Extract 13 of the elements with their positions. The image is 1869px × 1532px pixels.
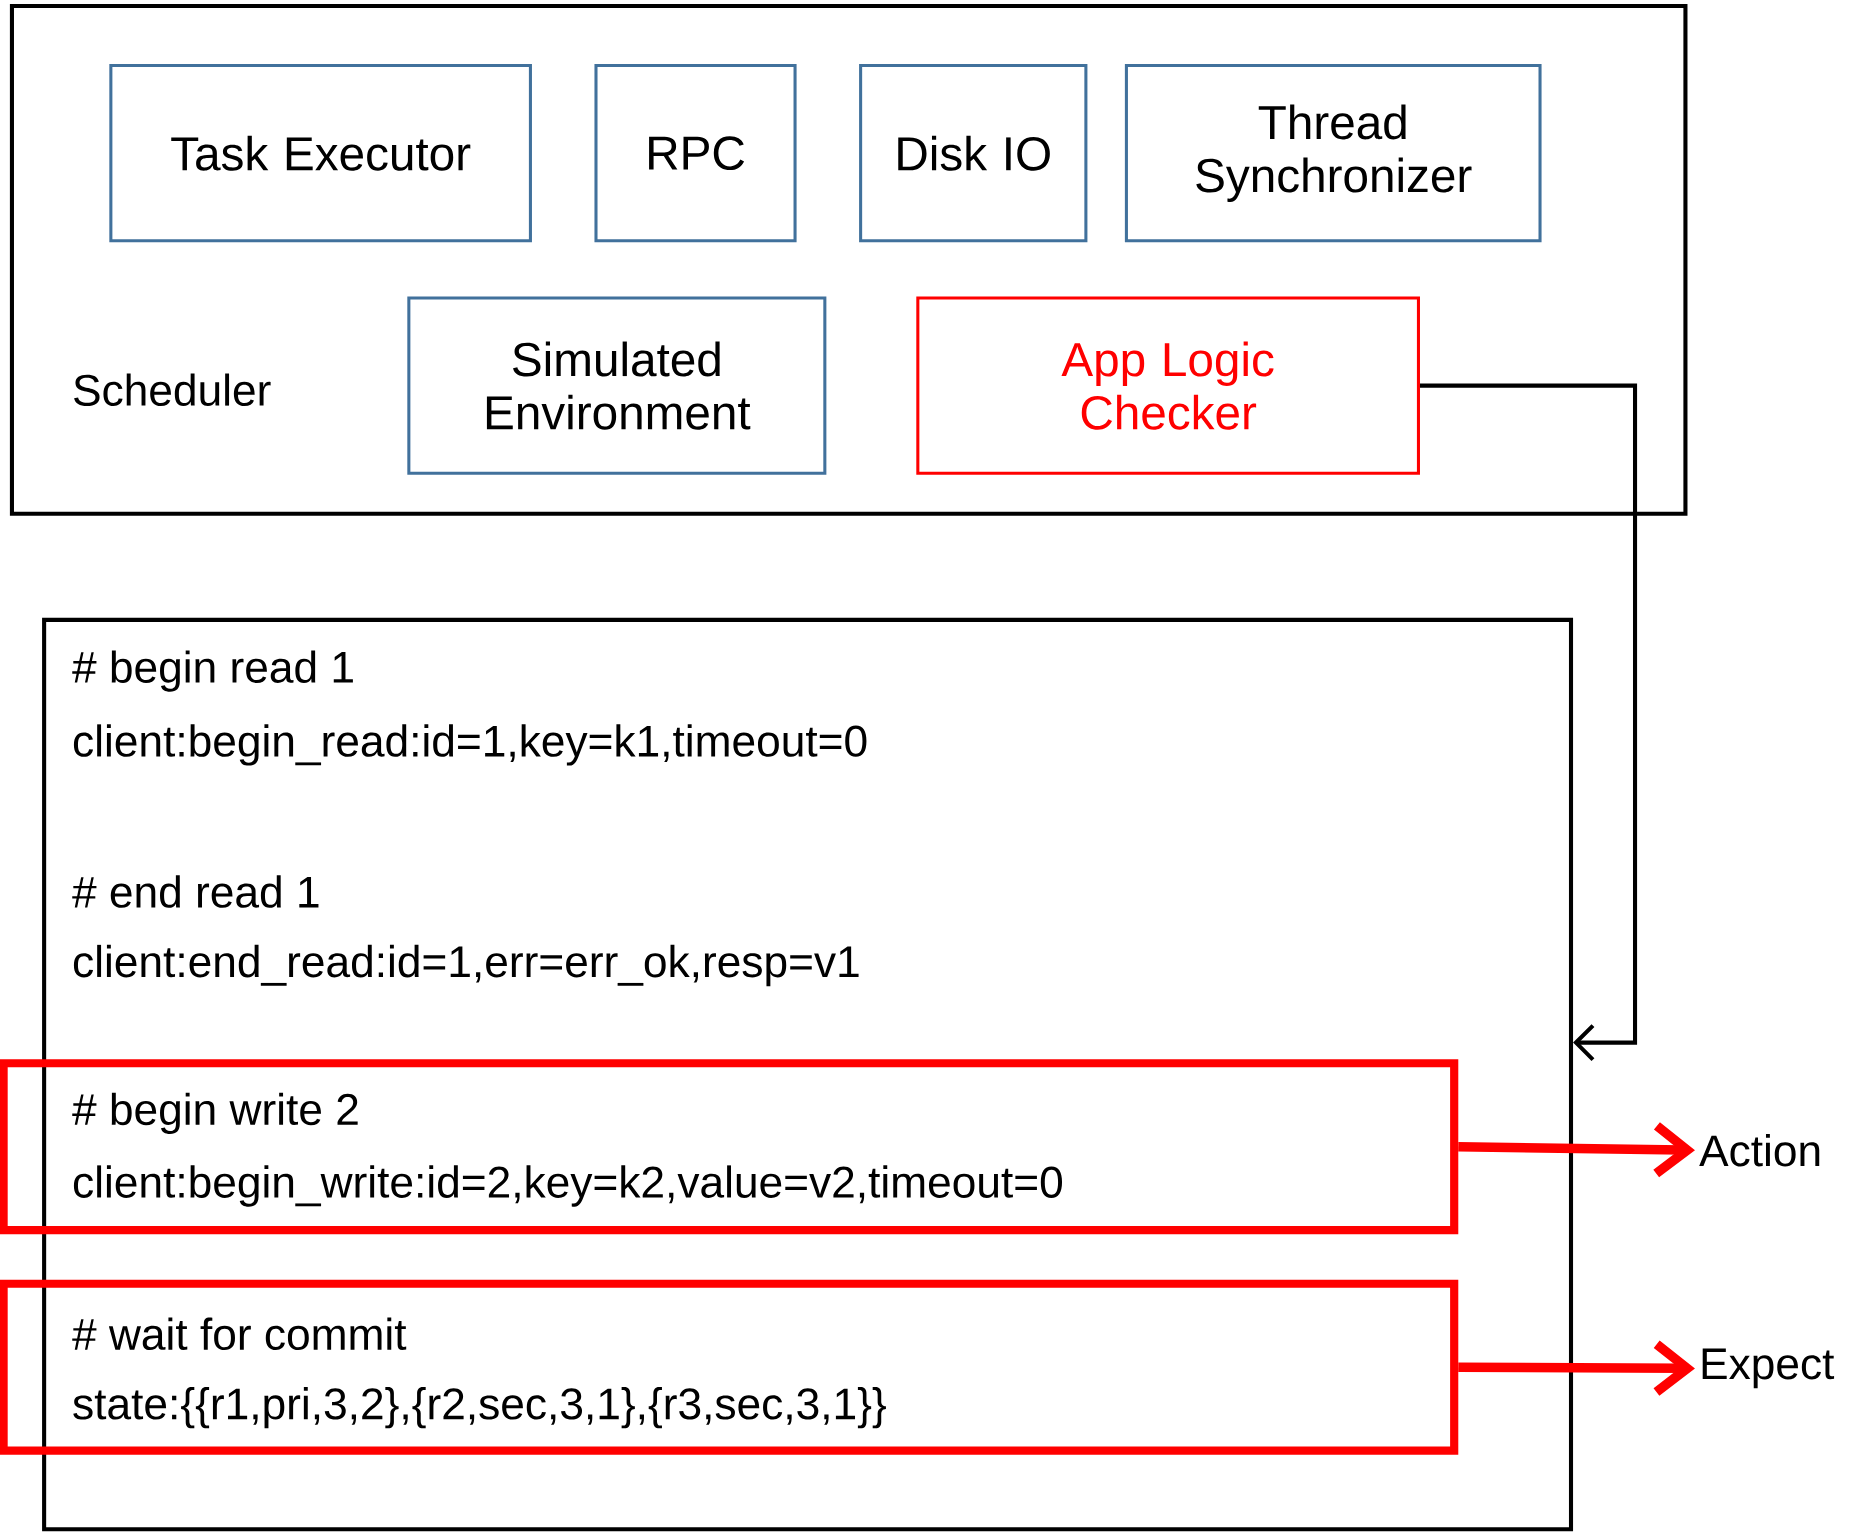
component-box: Task Executor: [109, 64, 532, 243]
arrow: [1458, 1340, 1695, 1396]
component-box: Simulated Environment: [407, 296, 827, 475]
component-box: Thread Synchronizer: [1124, 64, 1542, 243]
highlight-box: # begin write 2 client:begin_write:id=2,key=k2,value=v2,timeout=0: [0, 1059, 1459, 1235]
arrow: [1419, 383, 1638, 1062]
output-label: Expect: [1702, 1348, 1835, 1389]
arrow: [1458, 1122, 1695, 1178]
checker-box: App Logic Checker: [916, 296, 1420, 475]
highlight-box: # wait for commit state:{{r1,pri,3,2},{r2,sec,3,1},{r3,sec,3,1}}: [0, 1279, 1459, 1455]
component-box: Disk IO: [859, 64, 1088, 243]
component-box: RPC: [594, 64, 797, 243]
output-label: Action: [1699, 1134, 1820, 1167]
